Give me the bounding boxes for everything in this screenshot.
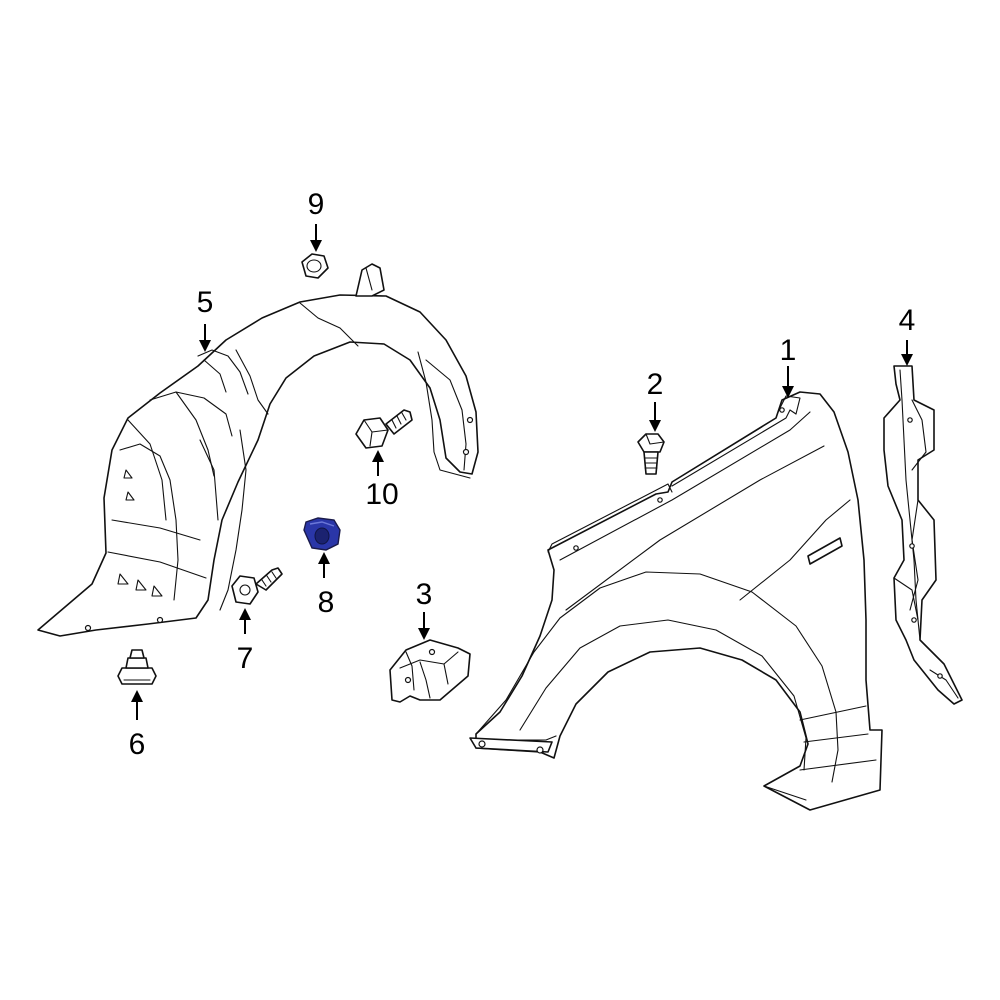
part-8-highlighted-nut[interactable]: [303, 517, 341, 551]
callout-2: 2: [647, 368, 664, 401]
part-4-bracket[interactable]: [883, 365, 963, 705]
callout-8: 8: [318, 586, 335, 619]
callout-5: 5: [197, 286, 214, 319]
callout-4: 4: [899, 304, 916, 337]
callout-3: 3: [416, 578, 433, 611]
callout-10: 10: [365, 478, 398, 511]
part-9-nut[interactable]: [301, 253, 329, 279]
callout-6: 6: [129, 728, 146, 761]
part-5-fender-liner[interactable]: [37, 263, 479, 637]
part-1-fender[interactable]: [469, 391, 883, 811]
callout-arrows: [131, 224, 913, 720]
callout-9: 9: [308, 188, 325, 221]
part-3-bracket[interactable]: [389, 639, 471, 703]
part-10-bolt[interactable]: [355, 409, 413, 449]
callout-1: 1: [780, 334, 797, 367]
part-7-bolt[interactable]: [231, 567, 283, 605]
part-6-clip[interactable]: [117, 649, 157, 685]
part-2-bolt[interactable]: [637, 433, 665, 475]
callout-7: 7: [237, 642, 254, 675]
